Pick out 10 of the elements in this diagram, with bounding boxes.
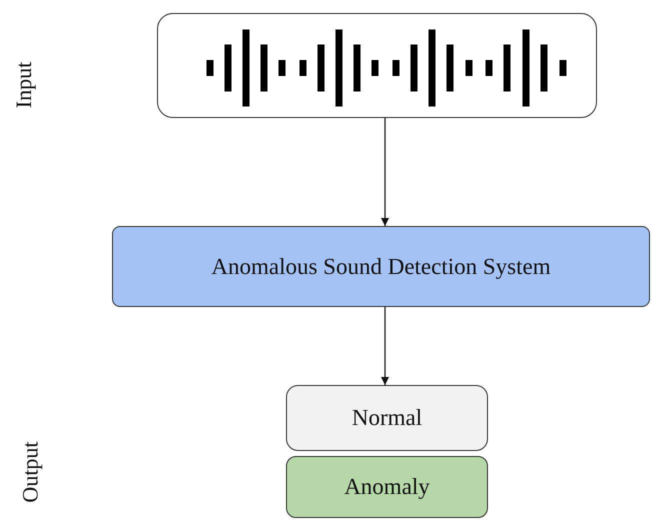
side-label: Input bbox=[11, 62, 38, 108]
box-label: Normal bbox=[352, 405, 422, 431]
arrow bbox=[381, 307, 389, 385]
process-box bbox=[112, 226, 650, 307]
box-label: Anomaly bbox=[344, 474, 430, 500]
output-box bbox=[286, 385, 488, 451]
side-label: Output bbox=[17, 441, 44, 503]
output-box bbox=[286, 456, 488, 518]
arrow bbox=[381, 118, 389, 226]
box-label: Anomalous Sound Detection System bbox=[211, 254, 551, 280]
